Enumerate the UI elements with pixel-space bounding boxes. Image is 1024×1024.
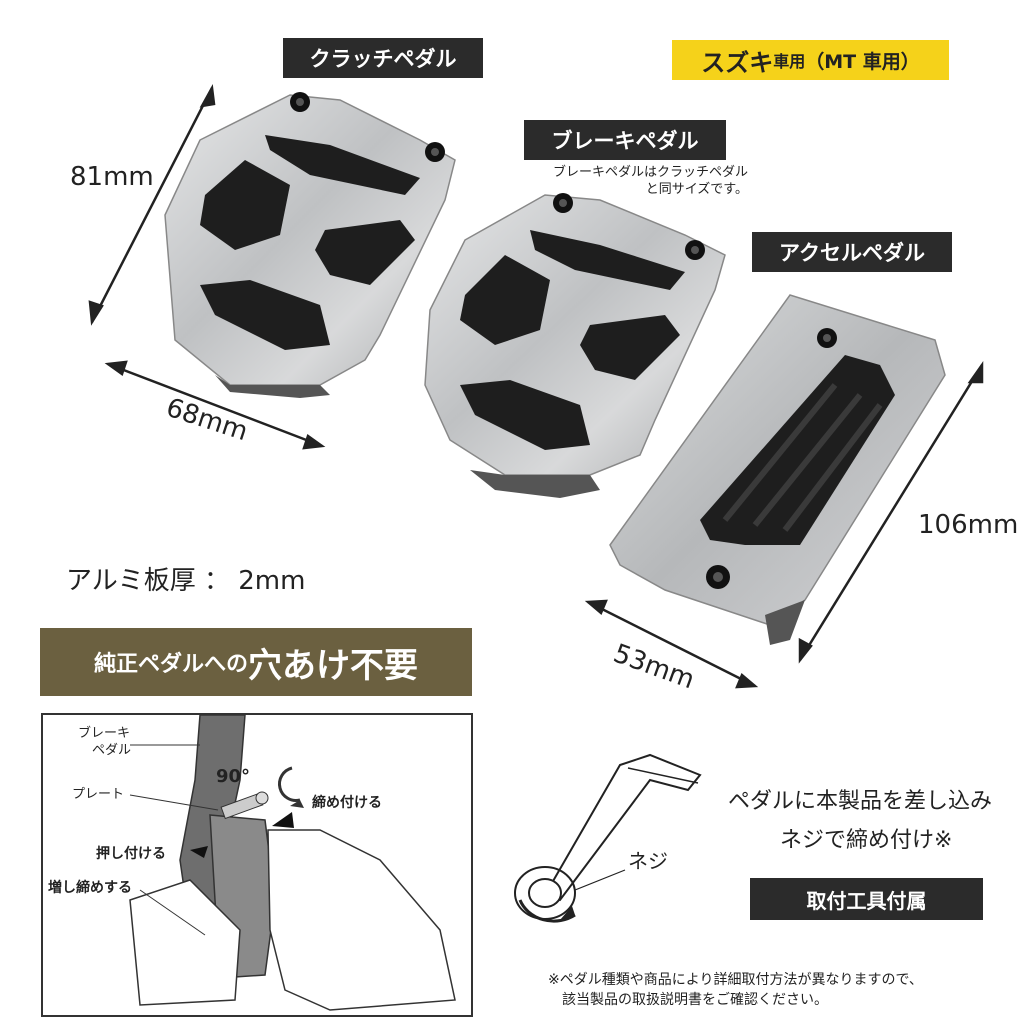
brake-label: ブレーキペダル xyxy=(524,120,726,160)
brake-pedal xyxy=(424,193,726,498)
footnote: ※ペダル種類や商品により詳細取付方法が異なりますので、 該当製品の取扱説明書をご… xyxy=(548,970,923,1011)
footnote-line2: 該当製品の取扱説明書をご確認ください。 xyxy=(562,992,828,1009)
vehicle-badge: スズキ 車用 （MT 車用） xyxy=(672,40,949,80)
no-drilling-banner: 純正ペダルへの 穴あけ不要 xyxy=(40,628,472,696)
diagram-plate-label: プレート xyxy=(72,787,125,802)
screw-label: ネジ xyxy=(628,849,668,873)
footnote-line1: ※ペダル種類や商品により詳細取付方法が異なりますので、 xyxy=(548,972,923,988)
diagram-retighten-label: 増し締めする xyxy=(48,880,132,896)
dimension-arrows xyxy=(88,84,984,689)
clutch-height-dim: 81mm xyxy=(70,162,154,192)
installation-diagram xyxy=(129,714,456,1011)
diagram-frame xyxy=(41,713,473,1017)
diagram-brake-line1: ブレーキ xyxy=(78,726,131,741)
banner-part2: 穴あけ不要 xyxy=(248,645,418,686)
clutch-label: クラッチペダル xyxy=(283,38,483,78)
accel-label: アクセルペダル xyxy=(752,232,952,272)
brake-note-line1: ブレーキペダルはクラッチペダル xyxy=(552,165,748,180)
accel-pedal xyxy=(609,294,946,645)
accel-height-dim: 106mm xyxy=(918,510,1019,540)
banner-part1: 純正ペダルへの xyxy=(93,652,248,677)
thickness-spec: アルミ板厚 ： 2mm xyxy=(66,566,306,596)
diagram-brake-pedal-label: ブレーキ ペダル xyxy=(78,726,131,760)
instruction-line1: ペダルに本製品を差し込み xyxy=(728,789,993,814)
instruction-line2: ネジで締め付け※ xyxy=(780,828,953,853)
vehicle-brand: スズキ xyxy=(701,48,774,77)
clutch-pedal xyxy=(164,92,456,398)
diagram-press-label: 押し付ける xyxy=(96,846,166,862)
tool-included-badge: 取付工具付属 xyxy=(750,878,983,920)
diagram-tighten-label: 締め付ける xyxy=(312,795,382,811)
brake-note-line2: と同サイズです。 xyxy=(645,181,748,197)
vehicle-mt: （MT 車用） xyxy=(805,50,920,73)
brake-note: ブレーキペダルはクラッチペダル と同サイズです。 xyxy=(528,165,748,199)
hex-key-diagram xyxy=(514,753,702,923)
diagram-angle-label: 90° xyxy=(216,766,251,787)
diagram-brake-line2: ペダル xyxy=(92,742,132,758)
vehicle-suffix: 車用 xyxy=(773,52,806,71)
